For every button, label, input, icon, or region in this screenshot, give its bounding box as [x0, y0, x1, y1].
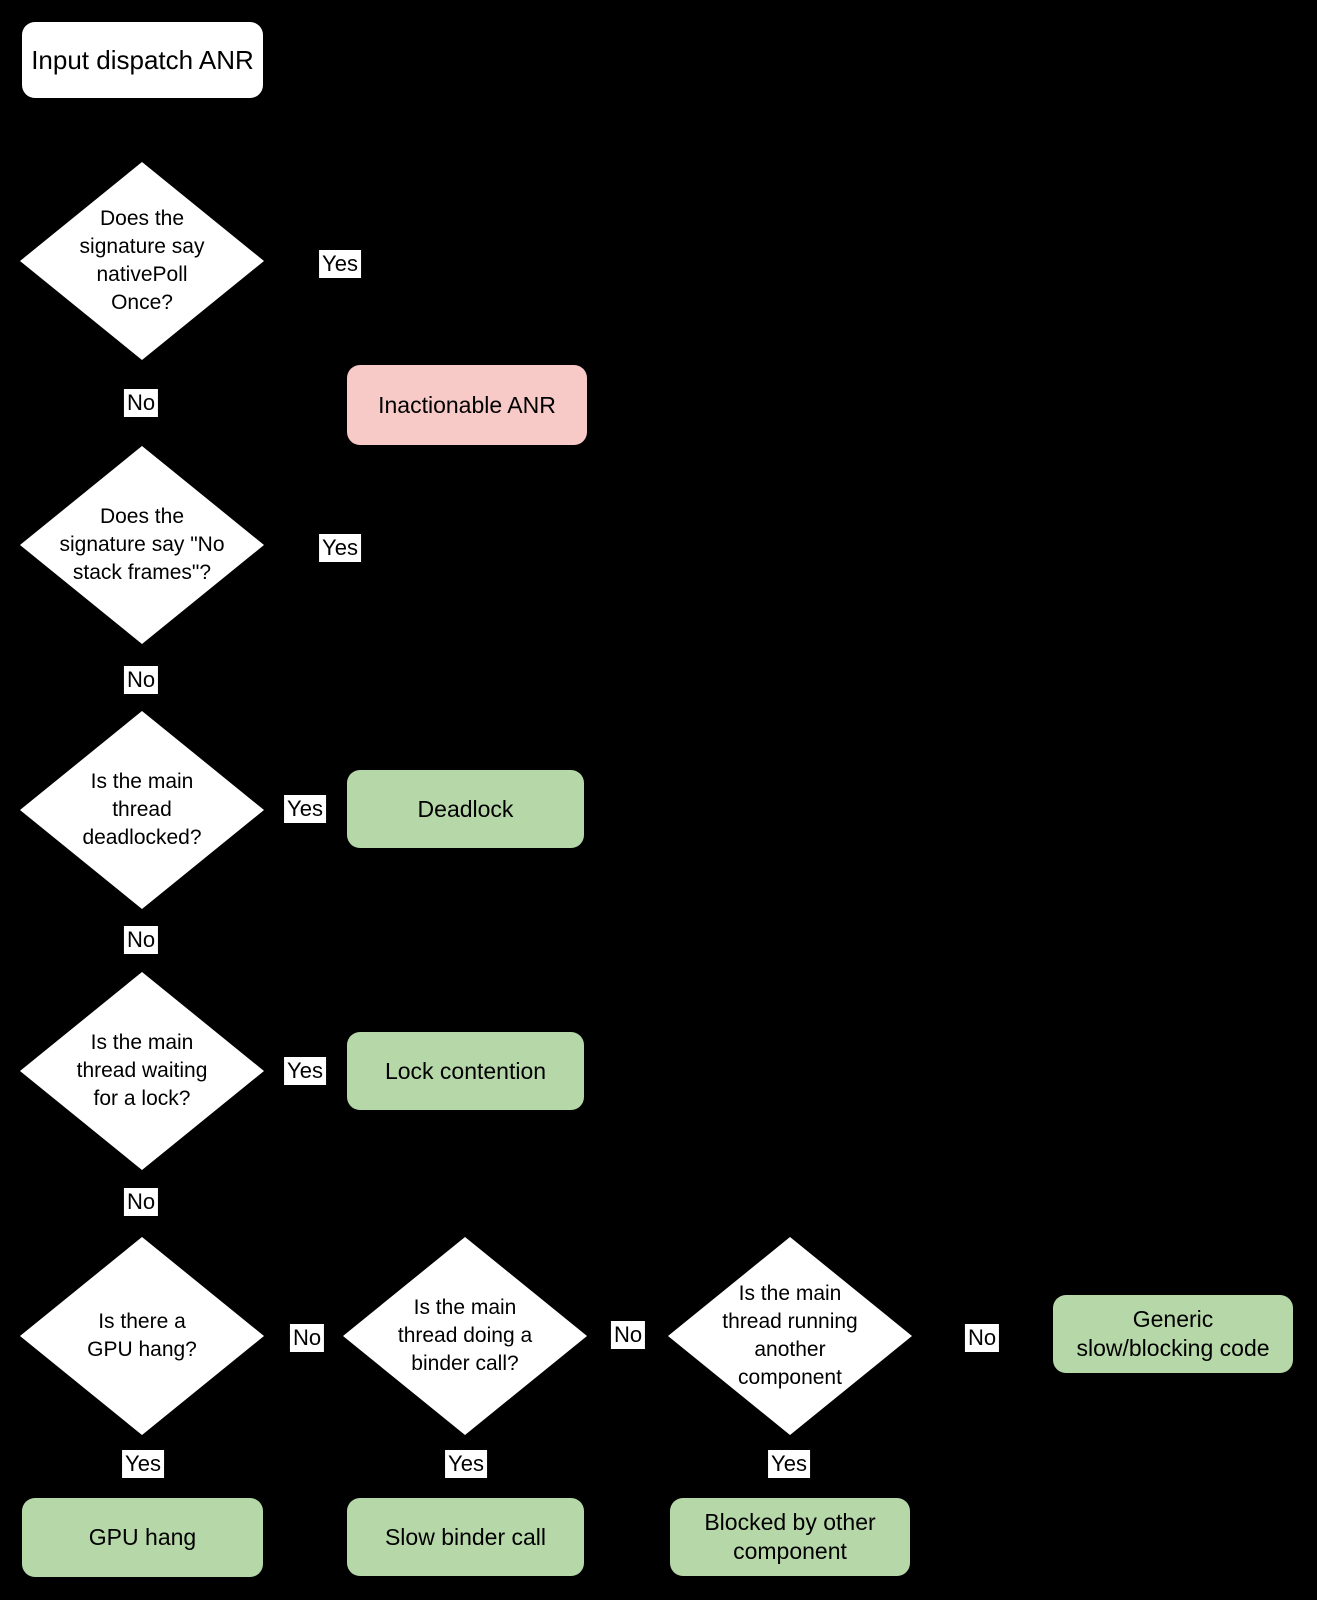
terminal-deadlock: Deadlock	[347, 770, 584, 848]
start-node-input-dispatch-anr: Input dispatch ANR	[22, 22, 263, 98]
edge-label-no-no-stack-frames: No	[123, 666, 159, 694]
edge-label-yes-no-stack-frames: Yes	[319, 534, 361, 562]
edge-label-yes-waiting-lock: Yes	[284, 1057, 326, 1085]
edge-label-no-waiting-lock: No	[123, 1188, 159, 1216]
terminal-blocked-by-other-component: Blocked by other component	[670, 1498, 910, 1576]
edge-label-no-binder-call: No	[610, 1321, 646, 1349]
terminal-lock-contention: Lock contention	[347, 1032, 584, 1110]
edge-label-no-gpu-hang: No	[289, 1324, 325, 1352]
edge-label-yes-gpu-hang: Yes	[122, 1450, 164, 1478]
decision-gpu-hang: Is there a GPU hang?	[20, 1237, 264, 1435]
terminal-generic-slow-blocking-code: Generic slow/blocking code	[1053, 1295, 1293, 1373]
edge-label-yes-binder-call: Yes	[445, 1450, 487, 1478]
edge-label-yes-deadlocked: Yes	[284, 795, 326, 823]
edge-label-yes-other-component: Yes	[768, 1450, 810, 1478]
decision-no-stack-frames: Does the signature say "No stack frames"…	[20, 446, 264, 644]
terminal-slow-binder-call: Slow binder call	[347, 1498, 584, 1576]
decision-main-thread-deadlocked: Is the main thread deadlocked?	[20, 711, 264, 909]
decision-binder-call: Is the main thread doing a binder call?	[343, 1237, 587, 1435]
terminal-inactionable-anr: Inactionable ANR	[347, 365, 587, 445]
edge-label-no-native-poll: No	[123, 389, 159, 417]
decision-running-other-component: Is the main thread running another compo…	[668, 1237, 912, 1435]
terminal-gpu-hang: GPU hang	[22, 1498, 263, 1577]
edge-label-no-deadlocked: No	[123, 926, 159, 954]
decision-waiting-for-lock: Is the main thread waiting for a lock?	[20, 972, 264, 1170]
edge-label-yes-native-poll: Yes	[319, 250, 361, 278]
edge-label-no-other-component: No	[964, 1324, 1000, 1352]
decision-native-poll-once: Does the signature say nativePoll Once?	[20, 162, 264, 360]
